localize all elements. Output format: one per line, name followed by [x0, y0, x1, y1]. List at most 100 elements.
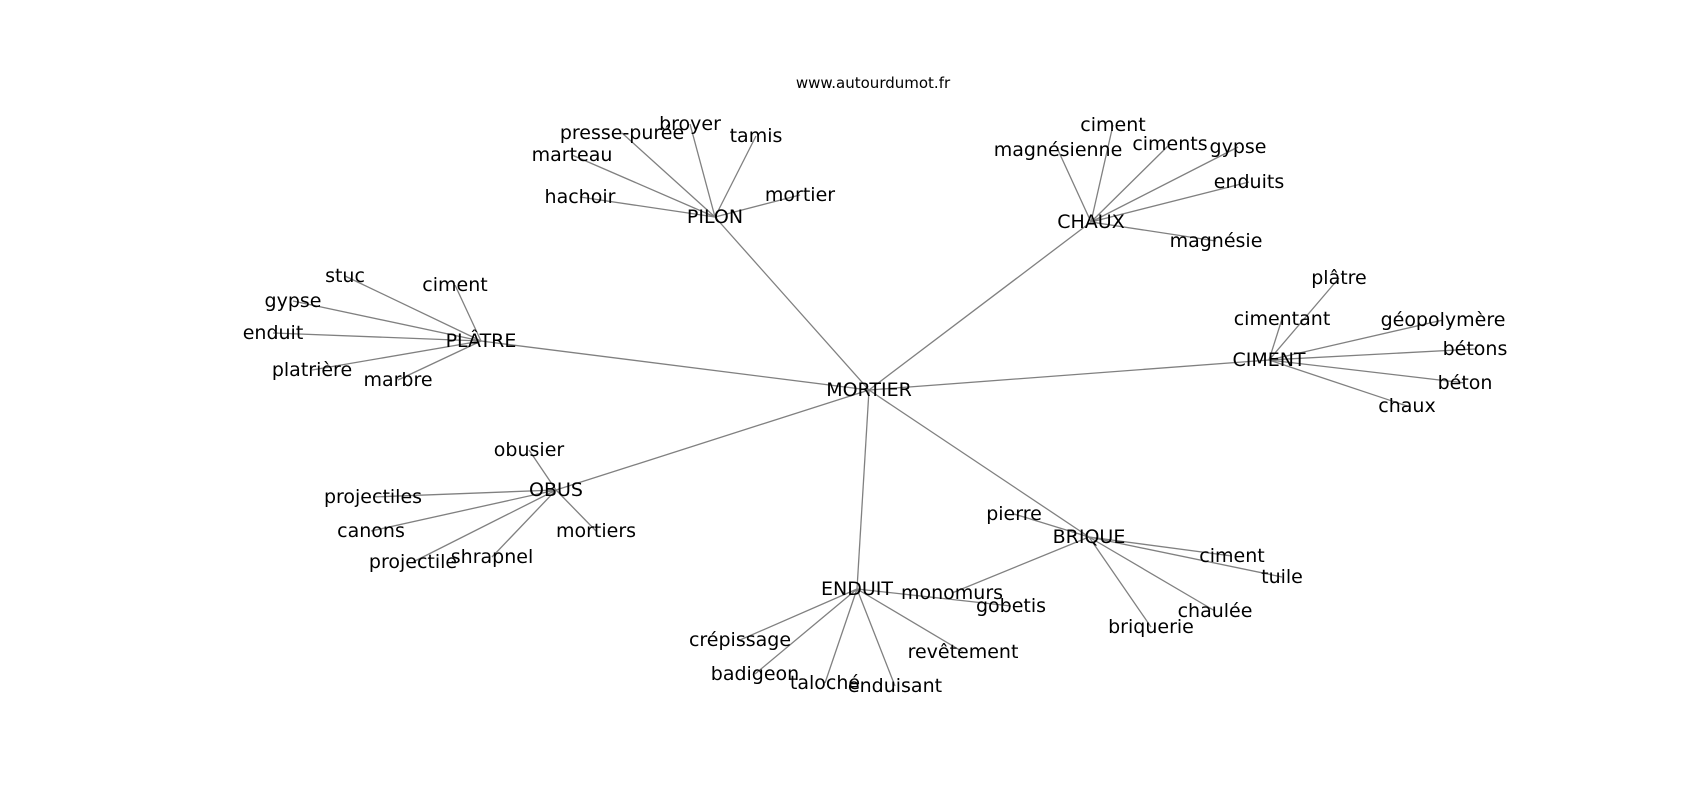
word-node: pierre [986, 503, 1042, 525]
word-node: marbre [363, 369, 432, 391]
edge-hub-to-word [412, 489, 557, 563]
word-node: presse-purée [560, 122, 684, 144]
word-node: gobetis [976, 595, 1046, 617]
word-node: enduits [1214, 171, 1284, 193]
edge-hub-to-word [1268, 319, 1444, 361]
edge-hub-to-word [311, 340, 482, 371]
edge-hub-to-word [856, 588, 896, 687]
word-node: revêtement [908, 641, 1019, 663]
center-node: MORTIER [826, 379, 912, 401]
word-node: cimentant [1234, 308, 1331, 330]
edge-hub-to-word [1013, 513, 1090, 538]
edge-center-to-hub [555, 389, 870, 491]
word-node: bétons [1443, 338, 1508, 360]
word-node: gypse [1210, 136, 1267, 158]
word-node: ciment [1199, 545, 1264, 567]
word-node: chaux [1378, 395, 1435, 417]
word-node: plâtre [1311, 267, 1367, 289]
word-node: hachoir [545, 186, 616, 208]
edge-hub-to-word [1088, 536, 1283, 578]
edge-hub-to-word [1057, 149, 1092, 223]
edge-hub-to-word [397, 340, 482, 381]
edge-hub-to-word [1268, 318, 1283, 361]
edge-hub-to-word [1088, 536, 1233, 557]
edge-hub-to-word [372, 489, 557, 498]
hub-node: OBUS [529, 479, 583, 501]
word-node: chaulée [1178, 600, 1253, 622]
edge-center-to-hub [714, 216, 870, 391]
word-node: platrière [272, 359, 352, 381]
word-node: gypse [265, 290, 322, 312]
edge-hub-to-word [1090, 146, 1239, 223]
edge-hub-to-word [824, 588, 858, 684]
word-node: magnésie [1170, 230, 1263, 252]
word-node: briquerie [1108, 616, 1194, 638]
word-node: ciment [422, 274, 487, 296]
edge-hub-to-word [1090, 221, 1217, 242]
hub-node: CIMENT [1232, 349, 1305, 371]
edge-hub-to-word [1090, 143, 1171, 223]
edge-hub-to-word [621, 132, 716, 218]
edge-hub-to-word [951, 536, 1090, 594]
word-node: stuc [325, 265, 365, 287]
hub-node: ENDUIT [821, 578, 893, 600]
word-node: canons [337, 520, 405, 542]
edge-hub-to-word [370, 489, 557, 532]
edge-hub-to-word [1268, 359, 1408, 407]
edge-hub-to-word [1088, 536, 1152, 628]
word-node: mortiers [556, 520, 636, 542]
edge-hub-to-word [856, 588, 964, 653]
word-node: shrapnel [451, 546, 533, 568]
word-node: broyer [659, 113, 721, 135]
source-label: www.autourdumot.fr [796, 74, 951, 92]
word-node: enduisant [848, 675, 942, 697]
edge-hub-to-word [1088, 536, 1216, 612]
word-node: ciment [1080, 114, 1145, 136]
edge-hub-to-word [491, 489, 557, 558]
graph-edges [272, 123, 1476, 687]
edge-hub-to-word [454, 284, 482, 342]
hub-node: CHAUX [1057, 211, 1124, 233]
edge-hub-to-word [689, 123, 716, 218]
word-node: marteau [532, 144, 613, 166]
edge-hub-to-word [272, 332, 482, 342]
hub-node: PILON [687, 206, 743, 228]
word-node: monomurs [901, 582, 1003, 604]
edge-hub-to-word [856, 588, 1012, 607]
word-node: tuile [1261, 566, 1303, 588]
edge-center-to-hub [480, 340, 870, 391]
edge-hub-to-word [528, 449, 557, 491]
edge-hub-to-word [571, 154, 716, 218]
edge-hub-to-word [714, 135, 757, 218]
word-node: projectiles [324, 486, 422, 508]
edge-hub-to-word [1268, 277, 1340, 361]
word-node: béton [1438, 372, 1493, 394]
edge-center-to-hub [868, 221, 1092, 391]
hub-node: PLÂTRE [446, 329, 517, 352]
edge-hub-to-word [1090, 181, 1250, 223]
edge-hub-to-word [579, 196, 716, 218]
graph-labels: www.autourdumot.fr MORTIER PILON broyerpre… [243, 74, 1508, 697]
edge-center-to-hub [856, 389, 870, 590]
edge-hub-to-word [1268, 359, 1466, 384]
edge-hub-to-word [1090, 124, 1114, 223]
word-node: badigeon [711, 663, 799, 685]
edge-hub-to-word [1268, 348, 1476, 361]
word-node: magnésienne [994, 139, 1123, 161]
edge-hub-to-word [739, 588, 858, 641]
edge-center-to-hub [868, 359, 1270, 391]
edge-center-to-hub [868, 389, 1090, 538]
edge-hub-to-word [754, 588, 858, 675]
edge-hub-to-word [714, 194, 801, 218]
word-node: projectile [369, 551, 457, 573]
word-node: ciments [1132, 133, 1207, 155]
word-node: tamis [730, 125, 783, 147]
word-node: crépissage [689, 629, 791, 651]
word-node: enduit [243, 322, 304, 344]
word-node: taloché [790, 672, 860, 694]
edge-hub-to-word [555, 489, 597, 532]
word-node: mortier [765, 184, 835, 206]
edge-hub-to-word [344, 275, 482, 342]
edge-hub-to-word [292, 300, 482, 342]
